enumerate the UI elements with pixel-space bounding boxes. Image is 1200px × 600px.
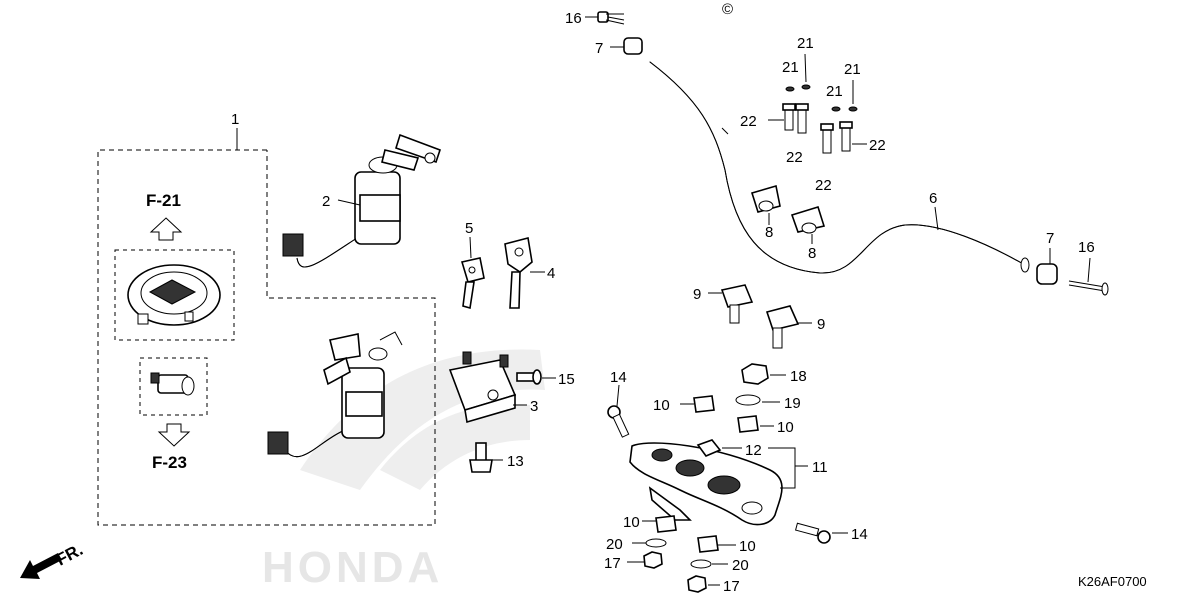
upper-clamp-left-icon [750,184,781,213]
bar-end-left-icon [597,11,643,55]
ignition-switch-icon [282,133,442,268]
callout-10a: 10 [653,397,670,414]
callout-9b: 9 [817,316,825,333]
callout-6: 6 [929,190,937,207]
washers-21-icon [785,84,858,112]
ignition-switch-set-icon [267,331,403,458]
callout-10c: 10 [623,514,640,531]
callout-22c: 22 [815,177,832,194]
cushion-10d-icon [697,535,719,553]
ignition-switch-set-group: 1 F-21 F-23 [97,111,436,526]
lower-holder-right-icon [765,305,800,349]
leader-16b [1087,257,1091,283]
leader-14a [616,384,620,407]
nut-17a-icon [643,551,663,569]
bracket-11 [768,447,796,489]
callout-9a: 9 [693,286,701,303]
callout-2: 2 [322,193,330,210]
cushion-10a-icon [693,395,715,413]
callout-16b: 16 [1078,239,1095,256]
handlebar-icon [649,61,1030,274]
leader-21b [804,53,807,83]
leader-6 [934,206,939,231]
up-arrow-icon [149,217,183,241]
key-blank-icon [504,237,533,309]
callout-19: 19 [784,395,801,412]
leader-5 [469,236,472,259]
copyright-mark: © [722,1,733,18]
top-bridge-icon [629,439,783,526]
leader-2 [337,199,361,206]
callout-7b: 7 [1046,230,1054,247]
fuel-cap-box [114,249,235,341]
callout-21a: 21 [782,59,799,76]
ref-lower: F-23 [152,453,187,472]
callout-10b: 10 [777,419,794,436]
callout-3: 3 [530,398,538,415]
upper-clamp-right-icon [790,206,826,234]
washer-19-icon [735,394,761,406]
callout-20b: 20 [732,557,749,574]
callout-13: 13 [507,453,524,470]
callout-8b: 8 [808,245,816,262]
callout-11: 11 [812,459,828,476]
watermark-text: HONDA [262,543,443,592]
fuel-cap-icon [127,264,221,326]
callout-5: 5 [465,220,473,237]
switch-bracket-icon [448,351,517,424]
nut-17b-icon [687,575,707,593]
seat-lock-icon [150,372,195,396]
callout-1: 1 [231,111,239,128]
lower-holder-left-icon [720,284,754,324]
callout-17a: 17 [604,555,621,572]
callout-21b: 21 [797,35,814,52]
callout-21c: 21 [826,83,843,100]
cushion-10c-icon [655,515,677,533]
callout-18: 18 [790,368,807,385]
bolt-14b-icon [794,522,831,544]
diagram-code: K26AF0700 [1078,574,1147,589]
callout-7a: 7 [595,40,603,57]
bolt-13-icon [469,442,493,473]
callout-12: 12 [745,442,762,459]
bar-end-right-icon [1036,263,1109,296]
front-arrow-icon [20,553,62,579]
front-label: FR. [53,540,86,570]
callout-17b: 17 [723,578,740,595]
seat-lock-box [139,357,208,416]
ref-upper: F-21 [146,191,181,210]
bolt-14a-icon [607,405,630,438]
bolts-22-icon [782,103,853,154]
washer-20a-icon [645,538,667,548]
washer-20b-icon [690,559,712,569]
callout-22d: 22 [869,137,886,154]
callout-16a: 16 [565,10,582,27]
down-arrow-icon [157,423,191,447]
callout-14b: 14 [851,526,868,543]
callout-8a: 8 [765,224,773,241]
cushion-10b-icon [737,415,759,433]
callout-21d: 21 [844,61,861,78]
callout-14a: 14 [610,369,627,386]
callout-22a: 22 [740,113,757,130]
nut-18-icon [741,363,769,385]
callout-20a: 20 [606,536,623,553]
callout-22b: 22 [786,149,803,166]
callout-15: 15 [558,371,575,388]
callout-4: 4 [547,265,555,282]
bolt-15-icon [516,369,542,385]
key-icon [460,257,485,310]
callout-10d: 10 [739,538,756,555]
